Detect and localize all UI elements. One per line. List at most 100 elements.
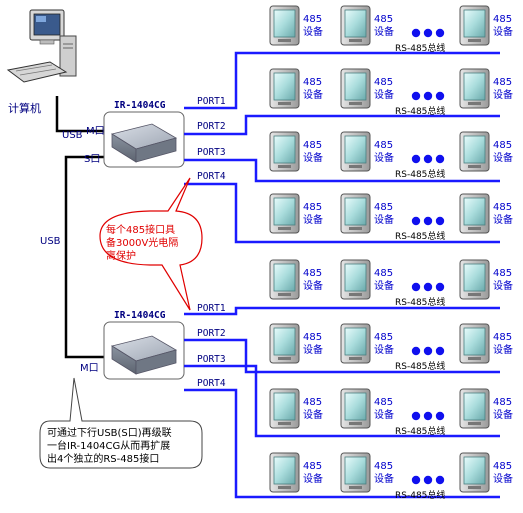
rs485-device-icon — [459, 193, 490, 234]
device-label-485: 485 — [303, 14, 322, 25]
rs485-device-icon — [269, 452, 300, 493]
rs485-device-icon — [459, 452, 490, 493]
device-label-device: 设备 — [493, 25, 513, 38]
ellipsis-dots — [411, 154, 445, 164]
rs485-device-icon — [340, 323, 371, 364]
device-label-device: 设备 — [303, 408, 323, 421]
rs485-device-icon — [459, 323, 490, 364]
rs485-device-icon — [269, 259, 300, 300]
device-label-485: 485 — [493, 268, 512, 279]
device-label-485: 485 — [303, 397, 322, 408]
device-label-device: 设备 — [303, 213, 323, 226]
converter-2: IR-1404CG M口 — [80, 310, 185, 380]
isolation-callout-line1: 每个485接口具 — [106, 223, 175, 236]
device-label-485: 485 — [493, 140, 512, 151]
device-label-485: 485 — [303, 140, 322, 151]
cascade-callout: 可通过下行USB(S口)再级联 一台IR-1404CG从而再扩展 出4个独立的R… — [39, 377, 203, 469]
rs485-bus-label: RS-485总线 — [395, 296, 445, 308]
rs485-device-icon — [340, 5, 371, 46]
converter-1-m-port: M口 — [86, 126, 105, 137]
device-label-485: 485 — [493, 461, 512, 472]
device-label-device: 设备 — [374, 472, 394, 485]
usb-label-mid: USB — [40, 236, 61, 247]
rs485-device-icon — [459, 131, 490, 172]
device-label-485: 485 — [303, 202, 322, 213]
isolation-callout-line2: 备3000V光电隔 — [106, 236, 178, 249]
rs485-device-icon — [340, 388, 371, 429]
device-label-device: 设备 — [493, 408, 513, 421]
device-label-device: 设备 — [493, 151, 513, 164]
c2-port3-label: PORT3 — [197, 354, 226, 365]
device-label-485: 485 — [303, 268, 322, 279]
device-label-device: 设备 — [374, 88, 394, 101]
usb-wiring — [55, 96, 104, 359]
device-label-485: 485 — [374, 14, 393, 25]
ellipsis-dots — [411, 346, 445, 356]
rs485-bus-label: RS-485总线 — [395, 360, 445, 372]
device-label-device: 设备 — [493, 88, 513, 101]
rs485-device-icon — [459, 388, 490, 429]
bus-lines — [184, 51, 500, 499]
device-label-485: 485 — [303, 77, 322, 88]
device-label-device: 设备 — [374, 213, 394, 226]
device-label-485: 485 — [374, 268, 393, 279]
ellipsis-dots — [411, 475, 445, 485]
devices-layer: 485设备485设备485设备RS-485总线485设备485设备485设备RS… — [269, 5, 513, 501]
ellipsis-dots — [411, 91, 445, 101]
device-label-device: 设备 — [303, 343, 323, 356]
converter-2-model: IR-1404CG — [114, 310, 166, 321]
device-label-485: 485 — [374, 140, 393, 151]
isolation-callout: 每个485接口具 备3000V光电隔 离保护 — [99, 177, 203, 311]
cascade-callout-line1: 可通过下行USB(S口)再级联 — [47, 426, 172, 439]
port-labels: PORT1 PORT2 PORT3 PORT4 PORT1 PORT2 PORT… — [197, 96, 226, 389]
rs485-bus-label: RS-485总线 — [395, 105, 445, 117]
usb-label-top: USB — [62, 130, 83, 141]
c2-port4-label: PORT4 — [197, 378, 226, 389]
converter-2-m-port: M口 — [80, 363, 99, 374]
device-label-device: 设备 — [374, 151, 394, 164]
device-label-485: 485 — [303, 332, 322, 343]
rs485-device-icon — [269, 131, 300, 172]
c1-port4-label: PORT4 — [197, 171, 226, 182]
device-label-485: 485 — [374, 77, 393, 88]
rs485-bus-label: RS-485总线 — [395, 425, 445, 437]
c1-port1-label: PORT1 — [197, 96, 226, 107]
rs485-device-icon — [340, 131, 371, 172]
device-label-device: 设备 — [493, 472, 513, 485]
device-label-485: 485 — [374, 397, 393, 408]
device-label-485: 485 — [493, 397, 512, 408]
device-label-485: 485 — [493, 14, 512, 25]
rs485-device-icon — [269, 5, 300, 46]
c1-port2-label: PORT2 — [197, 121, 226, 132]
converter-1-s-port: S口 — [84, 154, 100, 165]
rs485-device-icon — [340, 452, 371, 493]
device-label-device: 设备 — [374, 279, 394, 292]
converter-1: IR-1404CG M口 S口 — [84, 100, 185, 168]
rs485-device-icon — [459, 68, 490, 109]
device-label-device: 设备 — [303, 472, 323, 485]
device-label-485: 485 — [303, 461, 322, 472]
computer-label: 计算机 — [8, 101, 41, 115]
rs485-bus-label: RS-485总线 — [395, 230, 445, 242]
device-label-device: 设备 — [303, 88, 323, 101]
device-label-device: 设备 — [374, 343, 394, 356]
device-label-485: 485 — [374, 202, 393, 213]
rs485-device-icon — [340, 68, 371, 109]
rs485-bus-label: RS-485总线 — [395, 168, 445, 180]
c2-port1-label: PORT1 — [197, 303, 226, 314]
device-label-device: 设备 — [303, 151, 323, 164]
ellipsis-dots — [411, 411, 445, 421]
